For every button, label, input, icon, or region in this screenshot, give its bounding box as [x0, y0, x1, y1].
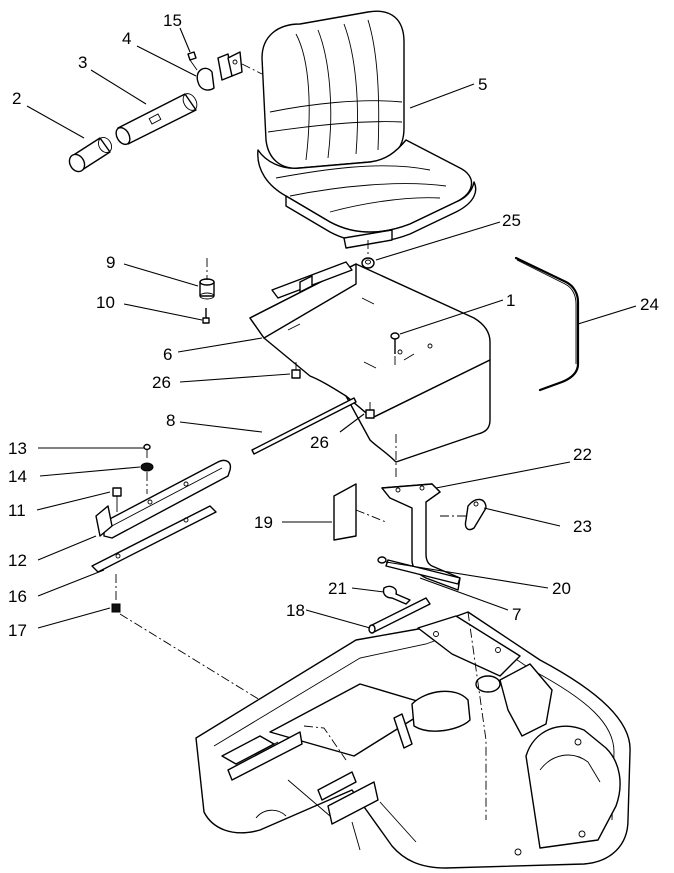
part-12-slide-rail — [95, 459, 232, 539]
callout-10: 10 — [96, 293, 115, 312]
part-16-plate — [91, 505, 217, 573]
part-5-seat — [257, 10, 477, 249]
callout-6: 6 — [163, 345, 172, 364]
part-26-fastener-right — [365, 402, 375, 419]
dash-frame-left — [303, 725, 347, 761]
part-18-pin — [368, 597, 431, 634]
leader-lines — [26, 27, 637, 629]
callout-22: 22 — [573, 445, 592, 464]
part-6-seat-pan — [249, 261, 491, 463]
part-13-screw — [143, 443, 151, 458]
part-25-nut — [361, 257, 375, 269]
part-14-grommet — [140, 462, 154, 472]
dash-frame-right — [467, 611, 487, 820]
callout-26-left: 26 — [152, 373, 171, 392]
tractor-frame — [195, 611, 631, 869]
part-26-fastener-left — [291, 362, 301, 379]
callout-numbers: 15 4 3 2 5 25 9 10 1 24 6 26 8 26 13 14 … — [8, 11, 659, 640]
callout-2: 2 — [12, 89, 21, 108]
part-17-nut — [111, 603, 121, 613]
callout-1: 1 — [506, 291, 515, 310]
callout-18: 18 — [286, 601, 305, 620]
part-9-spacer — [199, 278, 215, 300]
part-10-screw — [202, 308, 210, 324]
callout-4: 4 — [122, 29, 131, 48]
part-11-bolt — [112, 487, 122, 512]
callout-23: 23 — [573, 517, 592, 536]
dash-nut-frame — [119, 613, 261, 701]
part-4-clamp — [196, 51, 243, 91]
dash-clamp-seat — [241, 63, 263, 75]
part-7-clip — [385, 559, 461, 585]
part-20-pin — [377, 556, 387, 564]
part-21-clevis-pin — [382, 585, 411, 605]
callout-3: 3 — [78, 53, 87, 72]
callout-5: 5 — [478, 75, 487, 94]
callout-7: 7 — [512, 605, 521, 624]
callout-9: 9 — [106, 253, 115, 272]
callout-20: 20 — [552, 579, 571, 598]
callout-14: 14 — [8, 467, 27, 486]
callout-15: 15 — [163, 11, 182, 30]
part-1-bolt — [390, 332, 400, 354]
dash-label — [355, 509, 387, 523]
part-19-label — [333, 483, 357, 541]
part-15-screw — [187, 51, 198, 71]
callout-26-right: 26 — [310, 433, 329, 452]
callout-16: 16 — [8, 587, 27, 606]
callout-11: 11 — [8, 501, 26, 520]
callout-13: 13 — [8, 439, 27, 458]
part-8-strip — [251, 397, 357, 455]
callout-19: 19 — [254, 513, 273, 532]
callout-8: 8 — [166, 411, 175, 430]
callout-17: 17 — [8, 621, 27, 640]
callout-25: 25 — [502, 211, 521, 230]
callout-21: 21 — [328, 579, 347, 598]
part-23-clip — [464, 498, 487, 531]
callout-12: 12 — [8, 551, 27, 570]
callout-24: 24 — [640, 295, 659, 314]
part-24-rod — [514, 256, 580, 392]
part-2-sleeve — [68, 137, 113, 173]
part-3-tube — [115, 93, 198, 146]
